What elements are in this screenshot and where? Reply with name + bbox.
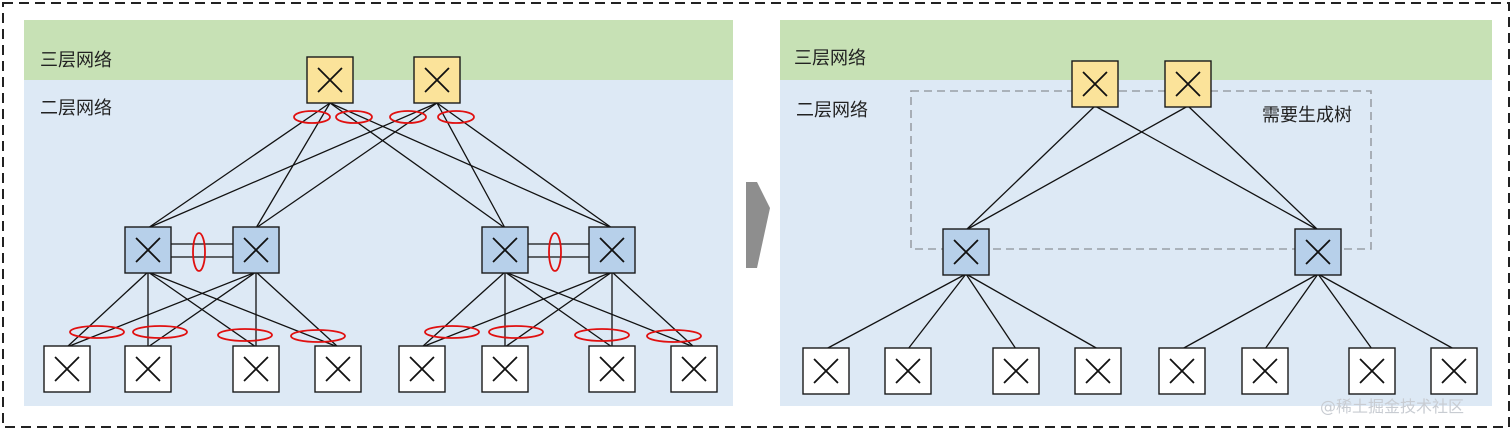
left-layer3-band	[24, 20, 733, 80]
right-agg-access-link	[1181, 273, 1319, 350]
right-links	[825, 105, 1455, 350]
left-panel: 三层网络 二层网络	[24, 20, 733, 406]
right-panel: 三层网络 二层网络 需要生成树	[780, 20, 1492, 406]
right-layer3-label: 三层网络	[794, 48, 866, 69]
left-core-agg-link	[147, 102, 331, 229]
right-core-switch	[1071, 60, 1119, 108]
left-links	[66, 102, 695, 348]
left-core-agg-link	[329, 102, 506, 229]
left-agg-bundle-ellipse	[548, 232, 562, 272]
left-access-switch	[481, 345, 529, 393]
left-switches	[43, 56, 718, 393]
left-access-bundle-ellipse	[424, 325, 480, 339]
right-agg-access-link	[1317, 273, 1455, 350]
left-access-bundle-ellipse	[290, 329, 346, 343]
left-core-bundle-ellipse	[335, 110, 373, 124]
left-agg-bundle-ellipse	[192, 232, 206, 272]
left-agg-switch	[588, 226, 636, 274]
left-layer3-label: 三层网络	[40, 50, 112, 71]
watermark: @稀土掘金技术社区	[1320, 397, 1464, 416]
left-agg-switch	[481, 226, 529, 274]
right-layer3-band	[780, 20, 1492, 80]
left-access-bundle-ellipse	[132, 325, 188, 339]
left-access-switch	[43, 345, 91, 393]
left-layer2-label: 二层网络	[40, 98, 112, 119]
right-layer2-area	[780, 20, 1492, 406]
right-access-switch	[992, 347, 1040, 395]
left-agg-access-link	[421, 271, 506, 348]
left-agg-access-link	[504, 271, 695, 348]
transition-arrow-icon	[746, 182, 770, 268]
left-access-bundle-ellipse	[488, 325, 544, 339]
right-core-switch	[1164, 60, 1212, 108]
right-core-agg-link	[1094, 105, 1319, 231]
left-agg-access-link	[147, 271, 257, 348]
left-agg-access-link	[611, 271, 695, 348]
left-access-bundle-ellipse	[574, 328, 630, 342]
left-core-agg-link	[436, 102, 613, 229]
left-layer2-area	[24, 20, 733, 406]
left-core-switch	[413, 56, 461, 104]
left-agg-access-link	[66, 271, 149, 348]
right-layer2-label: 二层网络	[796, 100, 868, 121]
left-core-bundle-ellipse	[437, 110, 475, 124]
right-access-switch	[1430, 347, 1478, 395]
right-access-switch	[884, 347, 932, 395]
left-agg-access-link	[255, 271, 339, 348]
left-agg-access-link	[66, 271, 257, 348]
right-access-switch	[1241, 347, 1289, 395]
left-access-switch	[588, 345, 636, 393]
right-agg-access-link	[1317, 273, 1373, 350]
left-access-switch	[670, 345, 718, 393]
right-core-agg-link	[1187, 105, 1319, 231]
spanning-tree-label: 需要生成树	[1262, 105, 1352, 126]
left-access-bundle-ellipse	[646, 329, 702, 343]
right-agg-access-link	[825, 273, 967, 350]
right-agg-switch	[942, 228, 990, 276]
left-agg-switch	[124, 226, 172, 274]
right-agg-access-link	[907, 273, 967, 350]
right-switches	[802, 60, 1478, 395]
left-access-switch	[398, 345, 446, 393]
left-access-bundle-ellipse	[69, 325, 125, 339]
left-access-switch	[124, 345, 172, 393]
left-access-bundle-ellipse	[217, 328, 273, 342]
right-agg-access-link	[965, 273, 1017, 350]
right-agg-switch	[1294, 228, 1342, 276]
right-access-switch	[1158, 347, 1206, 395]
left-core-bundle-ellipse	[293, 110, 331, 124]
left-core-bundle-ellipse	[389, 110, 427, 124]
left-access-switch	[314, 345, 362, 393]
right-access-switch	[1074, 347, 1122, 395]
left-core-switch	[306, 56, 354, 104]
right-access-switch	[802, 347, 850, 395]
left-agg-access-link	[421, 271, 613, 348]
left-agg-access-link	[504, 271, 613, 348]
left-core-agg-link	[436, 102, 506, 229]
right-core-agg-link	[965, 105, 1096, 231]
left-agg-switch	[232, 226, 280, 274]
left-link-bundles	[69, 110, 702, 343]
right-core-agg-link	[965, 105, 1189, 231]
left-access-switch	[232, 345, 280, 393]
left-core-agg-link	[147, 102, 438, 229]
spanning-tree-region	[910, 90, 1372, 250]
right-agg-access-link	[965, 273, 1099, 350]
right-agg-access-link	[1264, 273, 1319, 350]
right-access-switch	[1348, 347, 1396, 395]
left-agg-access-link	[147, 271, 339, 348]
